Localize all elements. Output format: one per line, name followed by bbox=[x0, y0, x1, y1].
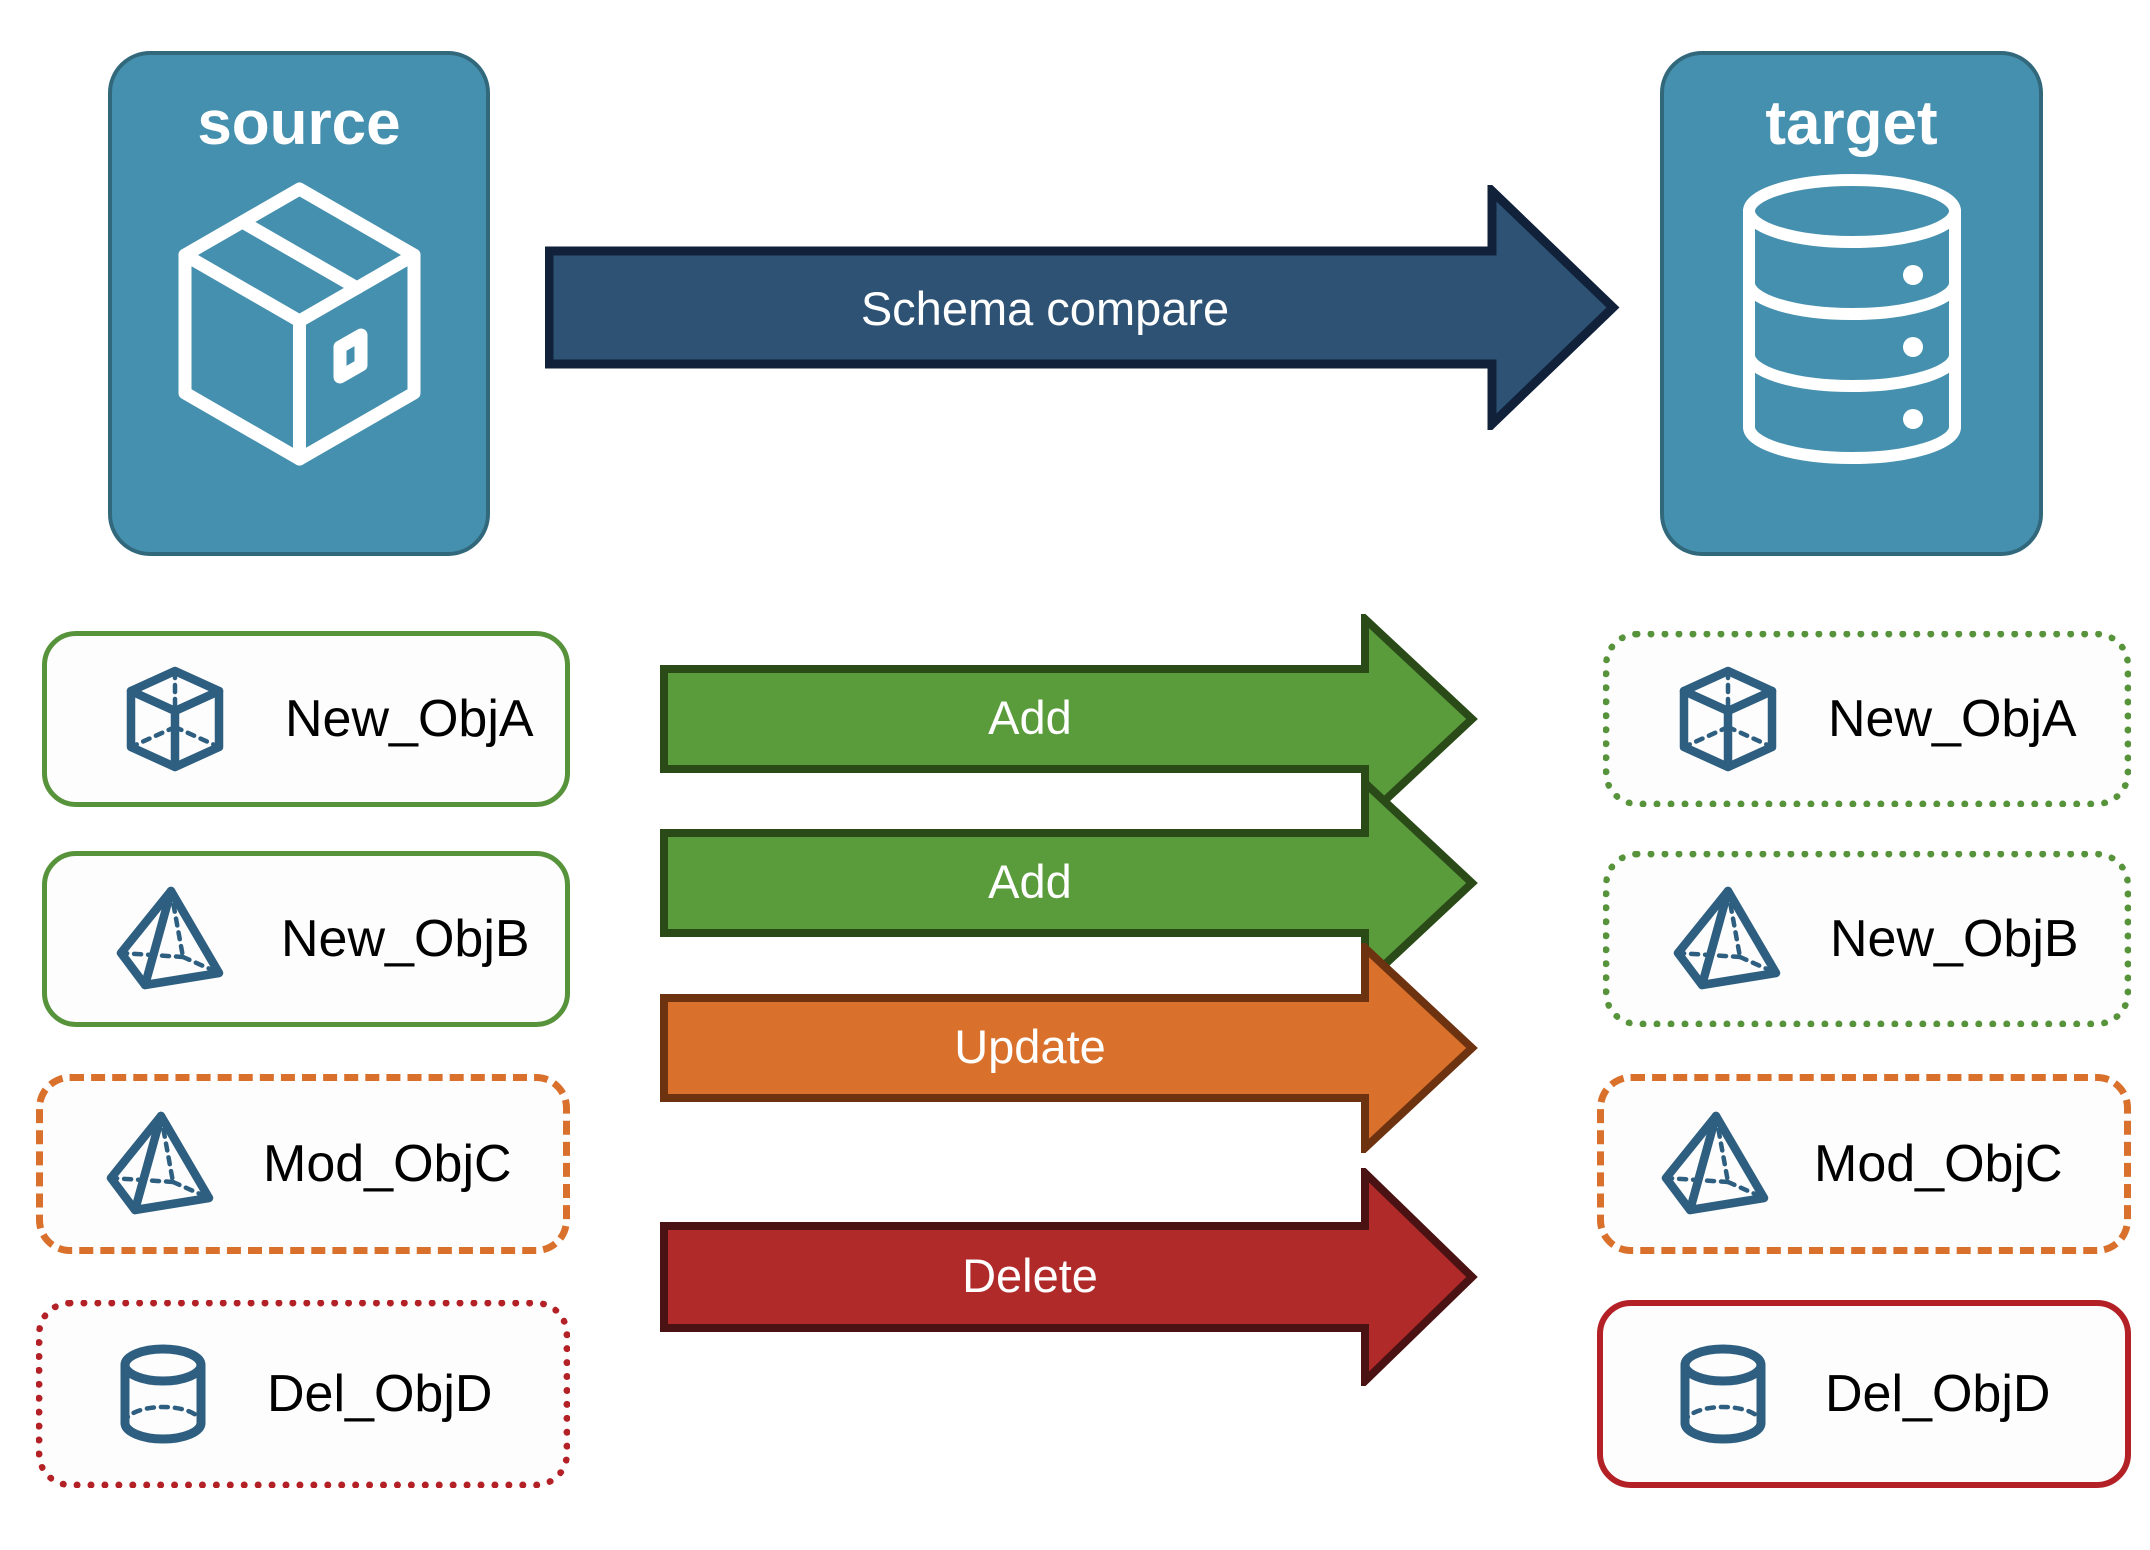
delete-action-arrow bbox=[660, 1163, 1480, 1391]
add-action-arrow bbox=[660, 773, 1480, 993]
target-object-card[interactable]: New_ObjB bbox=[1603, 851, 2131, 1027]
target-object-card[interactable]: Del_ObjD bbox=[1597, 1300, 2131, 1488]
source-object-label: Del_ObjD bbox=[267, 1365, 493, 1423]
wireframe-pyramid-icon bbox=[1660, 1110, 1772, 1218]
wireframe-cylinder-icon bbox=[1675, 1339, 1771, 1449]
source-object-label: Mod_ObjC bbox=[263, 1135, 512, 1193]
source-object-label: New_ObjA bbox=[285, 690, 534, 748]
package-cube-icon bbox=[162, 169, 437, 484]
target-title: target bbox=[1765, 89, 1938, 158]
wireframe-cube-icon bbox=[1676, 665, 1780, 773]
schema-compare-arrow bbox=[544, 180, 1620, 435]
wireframe-cube-icon bbox=[123, 665, 227, 773]
wireframe-cylinder-icon bbox=[115, 1339, 211, 1449]
target-object-label: Mod_ObjC bbox=[1814, 1135, 2063, 1193]
schema-compare-label: Schema compare bbox=[860, 282, 1230, 335]
target-object-card[interactable]: New_ObjA bbox=[1603, 631, 2131, 807]
source-object-card[interactable]: Del_ObjD bbox=[36, 1300, 570, 1488]
update-action-arrow bbox=[660, 938, 1480, 1158]
target-object-label: New_ObjA bbox=[1828, 690, 2077, 748]
add-action-arrow bbox=[660, 609, 1480, 829]
target-object-label: New_ObjB bbox=[1830, 910, 2079, 968]
source-object-card[interactable]: New_ObjA bbox=[42, 631, 570, 807]
target-endpoint-card: target bbox=[1660, 51, 2043, 556]
source-object-card[interactable]: Mod_ObjC bbox=[36, 1074, 570, 1254]
source-title: source bbox=[197, 89, 401, 158]
target-object-card[interactable]: Mod_ObjC bbox=[1597, 1074, 2131, 1254]
source-object-card[interactable]: New_ObjB bbox=[42, 851, 570, 1027]
wireframe-pyramid-icon bbox=[1672, 885, 1784, 993]
source-object-label: New_ObjB bbox=[281, 910, 530, 968]
database-cylinder-icon bbox=[1727, 169, 1977, 474]
target-object-label: Del_ObjD bbox=[1825, 1365, 2051, 1423]
wireframe-pyramid-icon bbox=[105, 1110, 217, 1218]
source-endpoint-card: source bbox=[108, 51, 490, 556]
wireframe-pyramid-icon bbox=[115, 885, 227, 993]
